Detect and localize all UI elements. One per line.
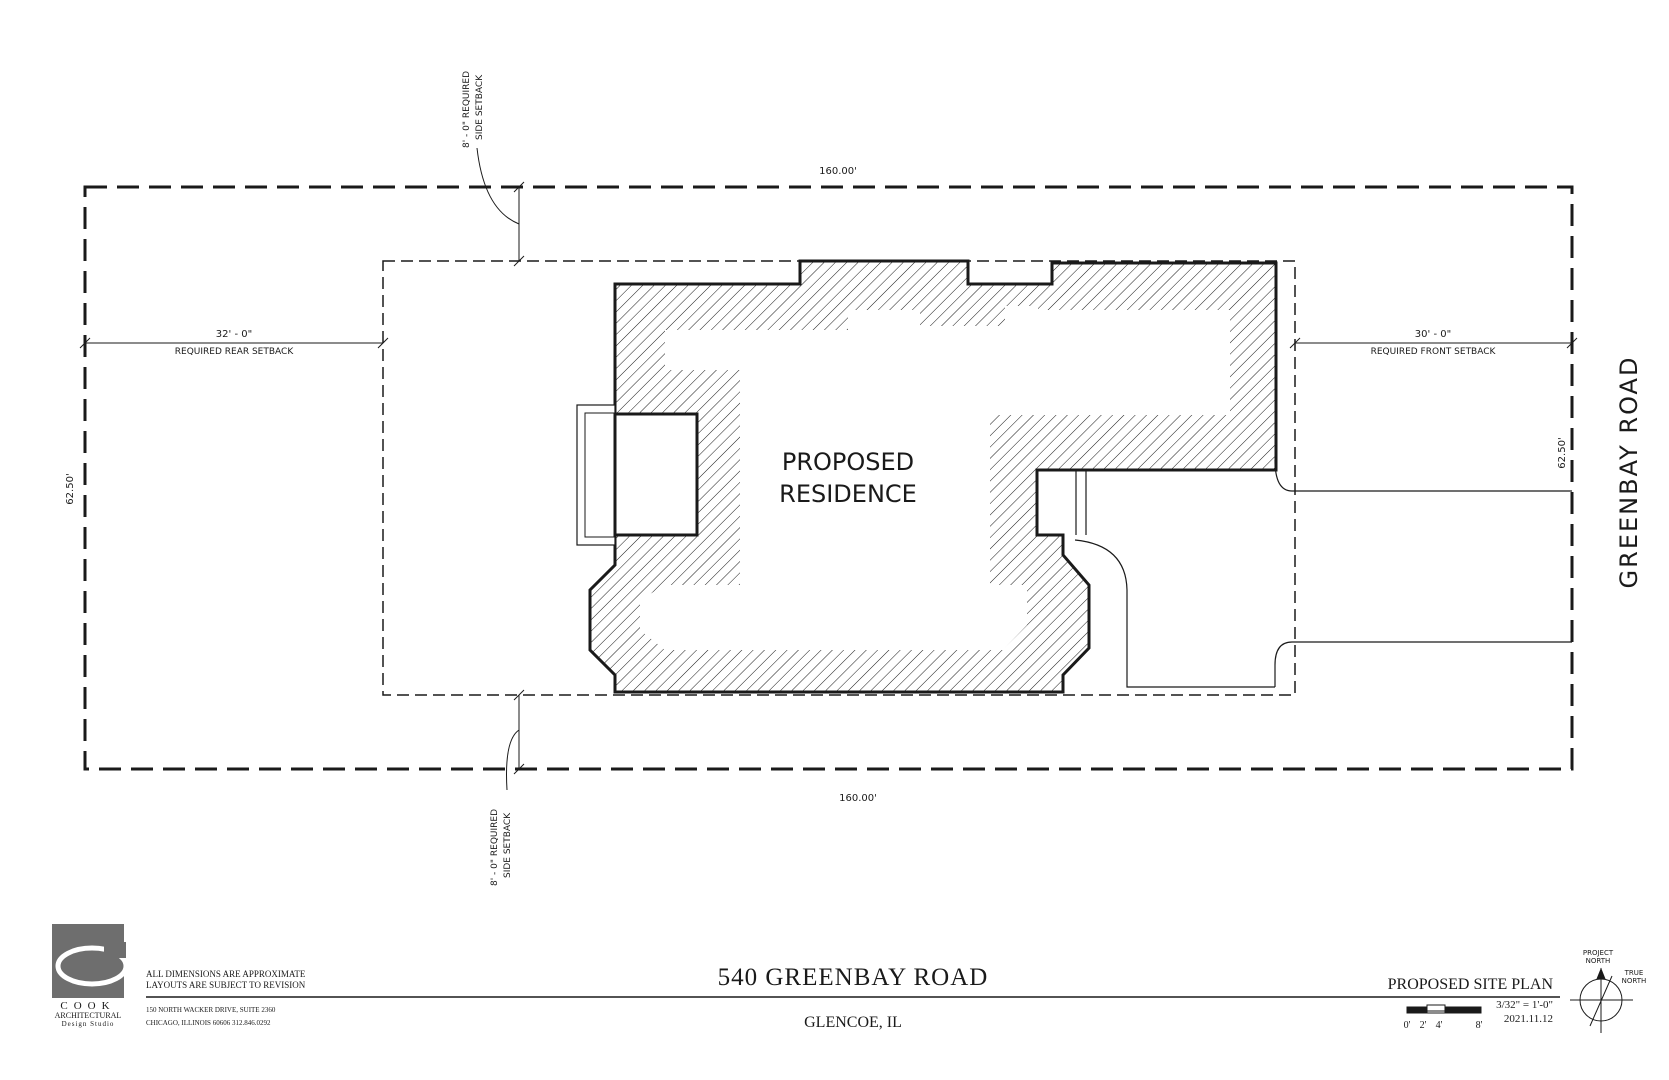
- scale-tick: 2': [1420, 1020, 1427, 1031]
- project-location: GLENCOE, IL: [804, 1014, 902, 1031]
- lot-width-top: 160.00': [819, 166, 857, 177]
- lot-depth-right: 62.50': [1557, 437, 1568, 468]
- building-label-2: RESIDENCE: [779, 480, 917, 508]
- rear-setback-dimension: [79, 337, 389, 349]
- scale-tick: 8': [1476, 1020, 1483, 1031]
- rear-setback-label: REQUIRED REAR SETBACK: [175, 347, 295, 357]
- sheet-date: 2021.11.12: [1504, 1013, 1553, 1025]
- side-setback-top-label-1: 8' - 0" REQUIRED: [462, 71, 472, 148]
- sheet-title: PROPOSED SITE PLAN: [1388, 976, 1554, 993]
- north-true-label-2: NORTH: [1622, 977, 1647, 985]
- logo-line-2: ARCHITECTURAL: [55, 1011, 122, 1020]
- side-setback-bottom-label-1: 8' - 0" REQUIRED: [490, 809, 500, 886]
- driveway: [1074, 459, 1572, 688]
- north-true-label: TRUE: [1624, 969, 1644, 977]
- property-line: [83, 185, 1574, 771]
- building-label-1: PROPOSED: [782, 448, 914, 476]
- side-setback-top-label-2: SIDE SETBACK: [475, 74, 485, 140]
- rear-setback-dim-text: 32' - 0": [216, 329, 252, 340]
- scale-text: 3/32" = 1'-0": [1496, 999, 1553, 1011]
- scale-tick: 4': [1436, 1020, 1443, 1031]
- scale-ticks: 0' 2' 4' 8': [1404, 1020, 1483, 1031]
- bay-window: [576, 404, 699, 546]
- scale-tick: 0': [1404, 1020, 1411, 1031]
- lot-width-bottom: 160.00': [839, 793, 877, 804]
- front-setback-label: REQUIRED FRONT SETBACK: [1371, 347, 1497, 357]
- address-line-2: CHICAGO, ILLINOIS 60606 312.846.0292: [146, 1019, 271, 1027]
- note-line-2: LAYOUTS ARE SUBJECT TO REVISION: [146, 980, 306, 990]
- graphic-scale: [1406, 1004, 1482, 1014]
- side-setback-bottom-dimension: [506, 689, 525, 791]
- front-setback-dimension: [1289, 337, 1578, 349]
- side-setback-top-dimension: [476, 147, 525, 267]
- logo-word: COOK: [60, 1000, 115, 1012]
- cook-logo: [52, 924, 129, 998]
- note-line-1: ALL DIMENSIONS ARE APPROXIMATE: [146, 969, 306, 979]
- logo-line-3: Design Studio: [62, 1020, 115, 1028]
- side-setback-bottom-label-2: SIDE SETBACK: [503, 812, 513, 878]
- project-title: 540 GREENBAY ROAD: [718, 964, 989, 991]
- north-project-label: PROJECT: [1583, 949, 1614, 957]
- lot-depth-left: 62.50': [65, 473, 76, 504]
- street-name: GREENBAY ROAD: [1615, 356, 1643, 589]
- inner-area: [640, 306, 1230, 650]
- north-project-label-2: NORTH: [1586, 957, 1611, 965]
- front-setback-dim-text: 30' - 0": [1415, 329, 1451, 340]
- address-line-1: 150 NORTH WACKER DRIVE, SUITE 2360: [146, 1006, 276, 1014]
- north-arrow-icon: [1570, 967, 1633, 1033]
